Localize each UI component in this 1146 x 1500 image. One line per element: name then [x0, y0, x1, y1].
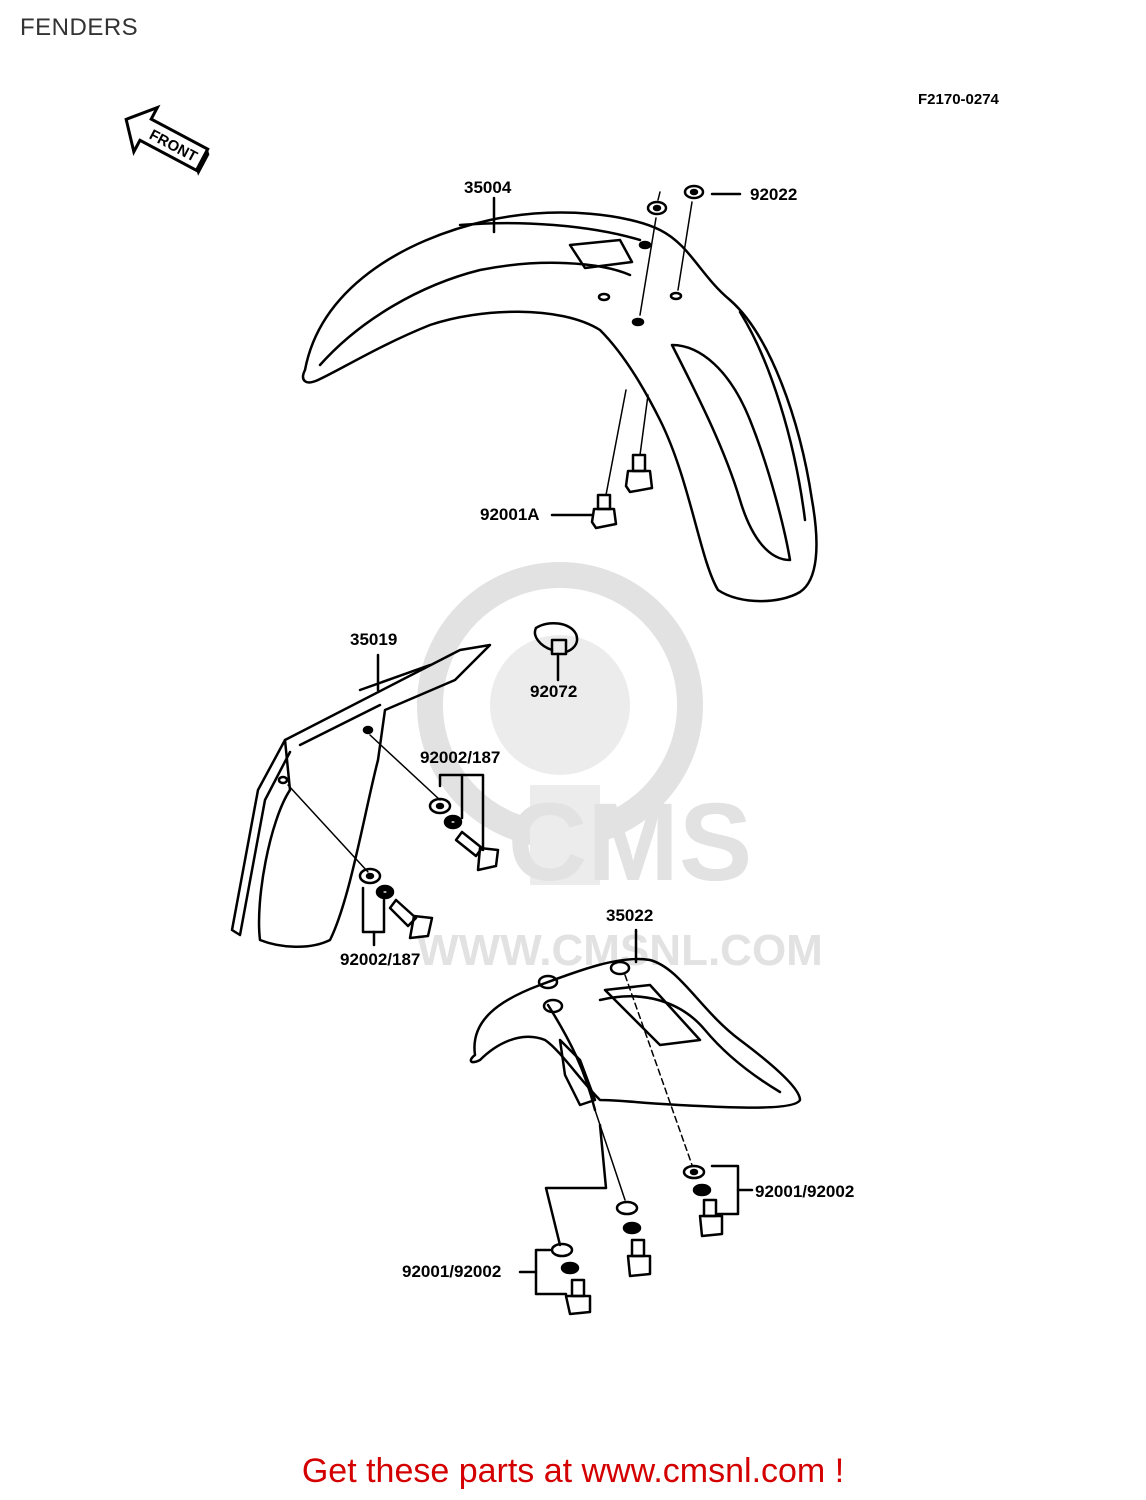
- diagram-code: F2170-0274: [918, 91, 999, 108]
- watermark-url: WWW.CMSNL.COM: [417, 926, 820, 975]
- label-92002-187-bottom: 92002/187: [340, 950, 421, 969]
- label-92001a: 92001A: [480, 505, 540, 524]
- page-title: FENDERS: [20, 14, 139, 41]
- label-92072: 92072: [530, 682, 578, 701]
- watermark-brand: CMS: [508, 781, 752, 904]
- label-92022: 92022: [750, 185, 798, 204]
- label-35004: 35004: [464, 178, 512, 197]
- washer-92022-b: [646, 200, 668, 216]
- label-35019: 35019: [350, 630, 398, 649]
- rear-fender-35022: [469, 928, 802, 1112]
- label-35022: 35022: [606, 906, 654, 925]
- hardware-92001-92002-left: [518, 1123, 608, 1316]
- label-92002-187-top: 92002/187: [420, 748, 501, 767]
- cms-watermark: CMS WWW.CMSNL.COM: [417, 562, 820, 975]
- label-92001-92002-left: 92001/92002: [402, 1262, 502, 1281]
- washer-92022-a: [683, 184, 705, 200]
- hardware-92002-187-top: [369, 734, 500, 872]
- bolt-92001a: [550, 389, 654, 530]
- front-arrow-icon: FRONT: [124, 104, 210, 176]
- hardware-92002-187-bottom: [287, 784, 434, 947]
- clamp-92072: [533, 621, 579, 682]
- footer-cta-link[interactable]: Get these parts at www.cmsnl.com !: [301, 1452, 845, 1490]
- hardware-92001-92002-middle: [594, 1109, 652, 1278]
- front-fender-35004: [301, 211, 818, 603]
- hardware-92001-92002-right: [624, 974, 754, 1238]
- label-92001-92002-right: 92001/92002: [755, 1182, 855, 1201]
- mudflap-35019: [230, 643, 492, 948]
